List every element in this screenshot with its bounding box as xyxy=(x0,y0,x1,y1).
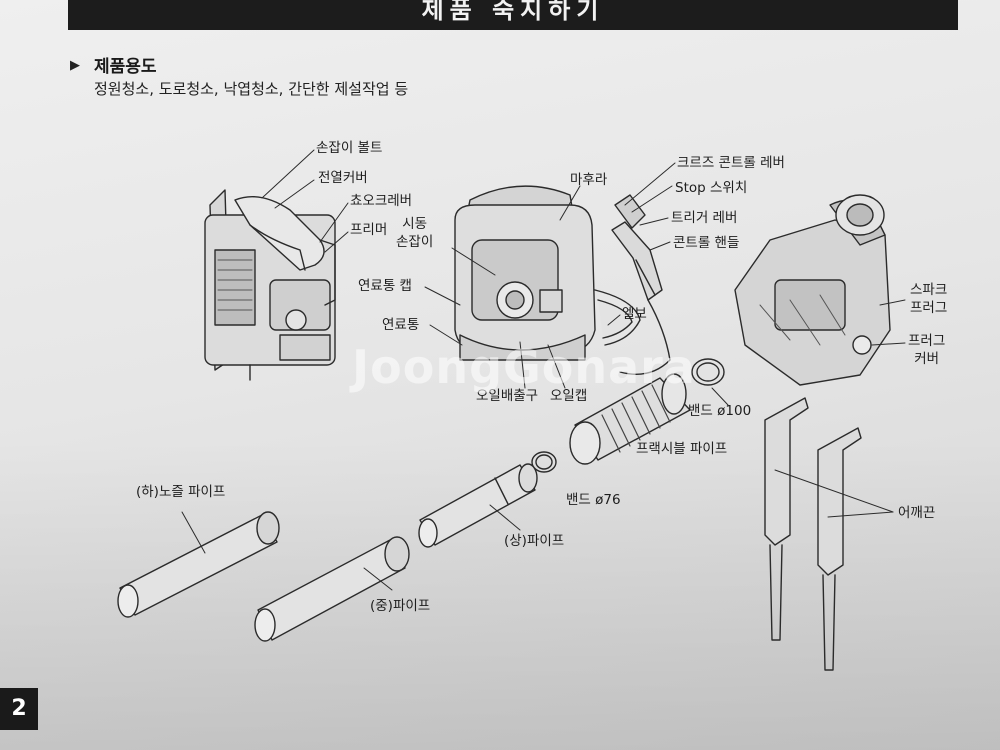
label-fuel-cap: 연료통 캡 xyxy=(358,278,412,294)
label-choke-lever: 쵸오크레버 xyxy=(350,193,413,209)
label-muffler: 마후라 xyxy=(570,172,608,188)
label-trigger-lever: 트리거 레버 xyxy=(671,210,738,226)
blower-rear-view xyxy=(454,185,641,361)
page-title: 제품 숙지하기 xyxy=(421,0,605,24)
label-oil-drain: 오일배출구 xyxy=(476,388,539,404)
upper-pipe-drawing xyxy=(418,463,538,548)
label-spark-plug: 스파크 프러그 xyxy=(910,282,948,316)
label-heat-cover: 전열커버 xyxy=(318,170,368,186)
blower-side-view xyxy=(204,189,336,381)
section-body: 정원청소, 도로청소, 낙엽청소, 간단한 제설작업 등 xyxy=(94,80,409,98)
page-number: 2 xyxy=(0,688,38,730)
label-middle-pipe: (중)파이프 xyxy=(370,598,431,614)
band-76-drawing xyxy=(531,451,557,473)
flex-pipe-drawing xyxy=(569,373,691,465)
watermark: JoongGonara xyxy=(352,340,696,394)
middle-pipe-drawing xyxy=(254,536,410,642)
label-oil-cap: 오일캡 xyxy=(550,388,588,404)
section-title: 제품용도 xyxy=(94,57,157,77)
label-nozzle-pipe: (하)노즐 파이프 xyxy=(136,484,226,500)
label-fuel-tank: 연료통 xyxy=(382,317,420,333)
nozzle-pipe-drawing xyxy=(117,511,280,618)
label-control-handle: 콘트롤 핸들 xyxy=(673,235,740,251)
section-marker: ▶ xyxy=(70,58,80,73)
label-shoulder-strap: 어깨끈 xyxy=(898,505,936,521)
shoulder-straps-drawing xyxy=(764,397,862,671)
label-upper-pipe: (상)파이프 xyxy=(504,533,565,549)
control-handle xyxy=(611,194,671,375)
label-start-handle: 시동 손잡이 xyxy=(396,216,434,250)
band-100-drawing xyxy=(691,358,725,386)
label-band-76: 밴드 ø76 xyxy=(566,492,621,508)
label-plug-cover: 프러그 커버 xyxy=(908,333,946,367)
header-bar: 제품 숙지하기 xyxy=(68,0,958,30)
label-band-100: 밴드 ø100 xyxy=(688,403,752,419)
label-elbow: 엘보 xyxy=(622,306,647,322)
label-flex-pipe: 프랙시블 파이프 xyxy=(636,441,728,457)
label-stop-switch: Stop 스위치 xyxy=(675,180,748,196)
label-handle-bolt: 손잡이 볼트 xyxy=(316,140,383,156)
label-cruise-lever: 크르즈 콘트롤 레버 xyxy=(677,155,785,171)
leader-lines xyxy=(181,149,906,591)
label-primer: 프리머 xyxy=(350,222,388,238)
engine-unit xyxy=(734,194,891,386)
